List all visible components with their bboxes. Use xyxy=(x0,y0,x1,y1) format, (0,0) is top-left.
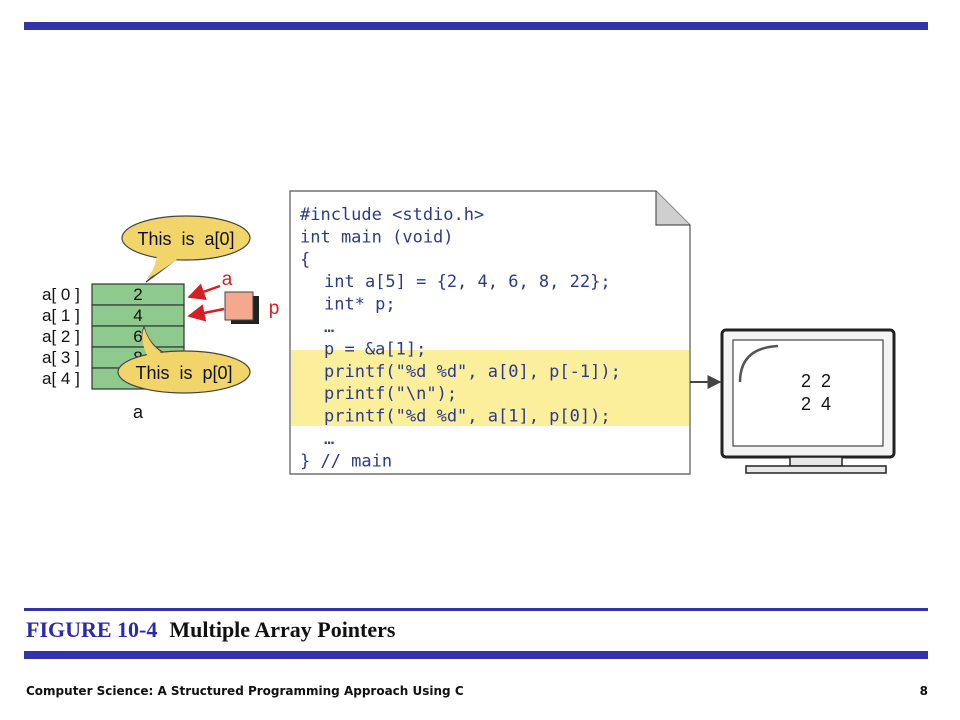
code-line-5: … xyxy=(324,317,334,337)
code-document: #include <stdio.h>int main (void) { int a[… xyxy=(289,190,691,475)
pointer-a-label: a xyxy=(222,269,233,290)
array-cell-value-0: 2 xyxy=(133,285,142,304)
footer-book-title: Computer Science: A Structured Programmi… xyxy=(26,684,464,698)
arrow-a-to-a0 xyxy=(187,283,221,300)
monitor: 2 2 2 4 xyxy=(720,328,896,474)
arrow-p-to-a1 xyxy=(187,304,225,322)
screen-glare-icon xyxy=(738,344,779,383)
figure-panel: 2a[ 0 ]4a[ 1 ]6a[ 2 ]8a[ 3 ]22a[ 4 ] a T… xyxy=(34,182,928,487)
caption-rule-top xyxy=(24,608,928,611)
array-index-label-0: a[ 0 ] xyxy=(42,285,80,304)
code-line-9: printf("%d %d", a[1], p[0]); xyxy=(324,407,611,427)
array-index-label-3: a[ 3 ] xyxy=(42,348,80,367)
top-accent-bar xyxy=(24,22,928,30)
code-line-2: { xyxy=(300,250,310,270)
code-line-11: } // main xyxy=(300,451,392,471)
figure-number: FIGURE 10-4 xyxy=(26,617,158,642)
array-name-label: a xyxy=(133,402,144,422)
callout-bottom-text: This is p[0] xyxy=(135,363,232,383)
array-index-label-4: a[ 4 ] xyxy=(42,369,80,388)
output-line-1: 2 2 xyxy=(801,371,831,391)
footer-page-number: 8 xyxy=(919,684,928,698)
array-cell-value-1: 4 xyxy=(133,306,142,325)
code-line-10: … xyxy=(324,429,334,449)
pointer-p-box: p a xyxy=(187,269,280,324)
callout-bottom: This is p[0] xyxy=(117,325,251,394)
array-cell-value-2: 6 xyxy=(133,327,142,346)
code-line-0: #include <stdio.h> xyxy=(300,205,484,225)
code-line-6: p = &a[1]; xyxy=(324,339,426,359)
caption-rule-bottom xyxy=(24,651,928,659)
pointer-p-label: p xyxy=(269,298,280,319)
code-line-7: printf("%d %d", a[0], p[-1]); xyxy=(324,362,621,382)
callout-top: This is a[0] xyxy=(121,215,251,283)
array-index-label-1: a[ 1 ] xyxy=(42,306,80,325)
code-line-1: int main (void) xyxy=(300,227,454,247)
code-highlight xyxy=(291,350,689,426)
code-line-8: printf("\n"); xyxy=(324,384,457,404)
figure-caption: FIGURE 10-4 Multiple Array Pointers xyxy=(26,617,395,643)
figure-diagram: 2a[ 0 ]4a[ 1 ]6a[ 2 ]8a[ 3 ]22a[ 4 ] a T… xyxy=(42,190,896,475)
code-line-4: int* p; xyxy=(324,295,396,315)
callout-top-text: This is a[0] xyxy=(137,229,234,249)
array-index-label-2: a[ 2 ] xyxy=(42,327,80,346)
code-line-3: int a[5] = {2, 4, 6, 8, 22}; xyxy=(324,272,611,292)
output-line-2: 2 4 xyxy=(801,394,831,414)
figure-title: Multiple Array Pointers xyxy=(169,617,396,642)
